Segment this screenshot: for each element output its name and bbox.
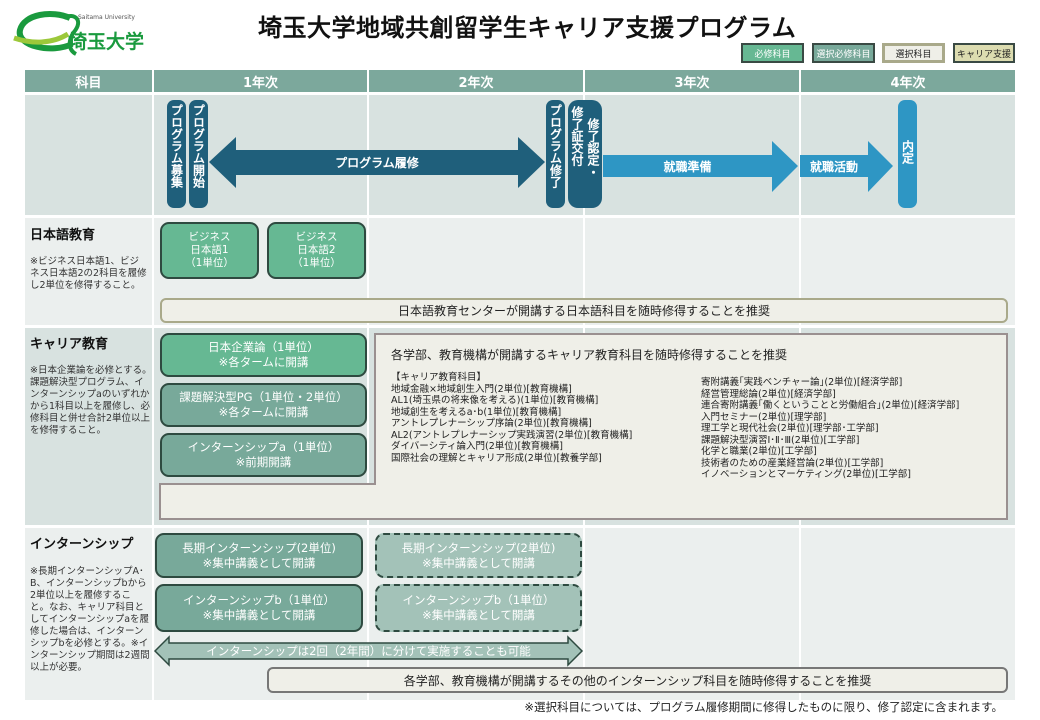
career-course-item: 理工学と現代社会(2単位)[理学部･工学部]: [701, 423, 879, 434]
course-line: （1単位）: [185, 257, 234, 269]
course-internship-b: インターンシップb（1単位） ※集中講義として開講: [155, 584, 363, 632]
header-year-2: 2年次: [369, 70, 583, 92]
course-problem-solving-pg: 課題解決型PG（1単位・2単位） ※各タームに開講: [160, 383, 367, 427]
career-course-item: アントレプレナーシップ序論(2単位)[教育機構]: [391, 418, 592, 429]
course-line: 日本語2: [297, 244, 336, 256]
internship-note: ※長期インターンシップA･B、インターンシップbから2単位以上を履修すること。な…: [30, 566, 150, 673]
internship-split-label: インターンシップは2回（2年間）に分けて実施することも可能: [206, 644, 531, 658]
header-subject: 科目: [25, 70, 152, 92]
certify-line-2: 修了証交付: [570, 106, 584, 166]
header-year-3: 3年次: [585, 70, 799, 92]
course-japanese-business: 日本企業論（1単位） ※各タームに開講: [160, 333, 367, 377]
job-hunt-arrow: [800, 141, 893, 192]
step-complete: プログラム修了: [546, 100, 565, 208]
career-course-item: イノベーションとマーケティング(2単位)[工学部]: [701, 469, 911, 480]
header-year-1: 1年次: [154, 70, 367, 92]
logo-text: 埼玉大学: [68, 31, 145, 53]
course-line: インターンシップb（1単位）: [182, 593, 336, 607]
course-line: ※集中講義として開講: [422, 608, 535, 622]
career-course-item: 課題解決型演習Ⅰ･Ⅱ･Ⅲ(2単位)[工学部]: [701, 434, 860, 446]
course-line: ビジネス: [295, 231, 338, 243]
step-offer: 内定: [898, 100, 917, 208]
career-course-item: AL1(埼玉県の将来像を考える)(1単位)[教育機構]: [391, 395, 599, 406]
legend-elective: 選択科目: [882, 43, 945, 63]
certify-line-1: 修了認定・: [586, 118, 600, 178]
course-line: ※各タームに開講: [218, 355, 309, 369]
career-course-item: 寄附講義｢実践ベンチャー論｣(2単位)[経済学部]: [701, 377, 903, 388]
course-line: ※各タームに開講: [218, 405, 309, 419]
career-course-item: 経営管理総論(2単位)[経済学部]: [701, 388, 836, 400]
course-line: インターンシップa（1単位）: [187, 440, 340, 454]
career-note: ※日本企業論を必修とする。課題解決型プログラム、インターンシップaのいずれかから…: [30, 365, 152, 436]
course-internship-a: インターンシップa（1単位） ※前期開講: [160, 433, 367, 477]
course-line: インターンシップb（1単位）: [402, 593, 555, 607]
course-long-internship-year2: 長期インターンシップ(2単位) ※集中講義として開講: [375, 533, 582, 578]
japanese-note: ※ビジネス日本語1、ビジネス日本語2の2科目を履修し2単位を修得すること。: [30, 256, 147, 291]
step-recruit: プログラム募集: [167, 100, 186, 208]
legend-career-support: キャリア支援: [953, 43, 1015, 63]
job-prep-label: 就職準備: [663, 159, 712, 174]
step-start: プログラム開始: [189, 100, 208, 208]
legend-selective-required: 選択必修科目: [812, 43, 875, 63]
career-course-item: AL2(アントレプレナーシップ実践演習(2単位)[教育機構]: [391, 429, 633, 441]
career-course-item: ダイバーシティ論入門(2単位)[教育機構]: [391, 441, 563, 452]
course-business-japanese-2: ビジネス 日本語2 （1単位）: [267, 222, 366, 279]
job-prep-arrow: [603, 141, 798, 192]
course-line: 課題解決型PG（1単位・2単位）: [179, 390, 348, 404]
career-course-item: 【キャリア教育科目】: [391, 372, 487, 383]
divider: [367, 95, 369, 700]
footnote: ※選択科目については、プログラム履修期間に修得したものに限り、修了認定に含まれま…: [524, 700, 1003, 714]
course-line: 日本企業論（1単位）: [208, 340, 319, 354]
course-long-internship: 長期インターンシップ(2単位) ※集中講義として開講: [155, 533, 363, 578]
course-line: ※集中講義として開講: [202, 555, 316, 570]
step-certify: 修了認定・ 修了証交付: [568, 100, 602, 208]
internship-split-arrow: [153, 635, 584, 667]
career-course-item: 地域金融×地域創生入門(2単位)[教育機構]: [391, 383, 572, 395]
career-recommend: 各学部、教育機構が開講するキャリア教育科目を随時修得することを推奨: [391, 348, 788, 362]
career-course-list-right: 寄附講義｢実践ベンチャー論｣(2単位)[経済学部]経営管理総論(2単位)[経済学…: [701, 377, 959, 481]
course-line: 日本語1: [190, 244, 229, 256]
program-course-arrow: [209, 137, 545, 188]
course-line: ※前期開講: [235, 455, 292, 469]
japanese-recommend: 日本語教育センターが開講する日本語科目を随時修得することを推奨: [160, 298, 1008, 323]
japanese-title: 日本語教育: [30, 228, 96, 243]
course-line: （1単位）: [292, 257, 341, 269]
legend-required: 必修科目: [741, 43, 804, 63]
course-line: ※集中講義として開講: [202, 608, 316, 622]
program-course-label: プログラム履修: [335, 156, 419, 170]
career-elective-frame: [159, 333, 1008, 520]
career-course-item: 連合寄附講義｢働くということと労働組合｣(2単位)[経済学部]: [701, 400, 960, 411]
header-year-4: 4年次: [801, 70, 1015, 92]
university-logo: [13, 11, 81, 56]
career-course-item: 技術者のための産業経営論(2単位)[工学部]: [701, 457, 884, 469]
course-line: 長期インターンシップ(2単位): [182, 540, 336, 555]
job-hunt-label: 就職活動: [809, 159, 858, 174]
internship-title: インターンシップ: [30, 537, 134, 552]
internship-recommend: 各学部、教育機構が開講するその他のインターンシップ科目を随時修得することを推奨: [267, 667, 1008, 693]
course-line: ※集中講義として開講: [422, 555, 535, 570]
career-course-item: 地域創生を考えるa･b(1単位)[教育機構]: [391, 406, 562, 418]
course-internship-b-year2: インターンシップb（1単位） ※集中講義として開講: [375, 584, 582, 632]
career-title: キャリア教育: [30, 337, 109, 352]
career-course-list-left: 【キャリア教育科目】地域金融×地域創生入門(2単位)[教育機構]AL1(埼玉県の…: [391, 372, 632, 464]
career-course-item: 化学と職業(2単位)[工学部]: [701, 446, 817, 457]
career-course-item: 入門セミナー(2単位)[理学部]: [701, 411, 827, 423]
course-line: 長期インターンシップ(2単位): [401, 540, 556, 555]
career-course-item: 国際社会の理解とキャリア形成(2単位)[教養学部]: [391, 452, 602, 464]
course-line: ビジネス: [188, 231, 231, 243]
course-business-japanese-1: ビジネス 日本語1 （1単位）: [160, 222, 259, 279]
divider: [152, 95, 154, 700]
logo-subtitle: Saitama University: [78, 14, 135, 21]
page-title: 埼玉大学地域共創留学生キャリア支援プログラム: [258, 14, 797, 42]
